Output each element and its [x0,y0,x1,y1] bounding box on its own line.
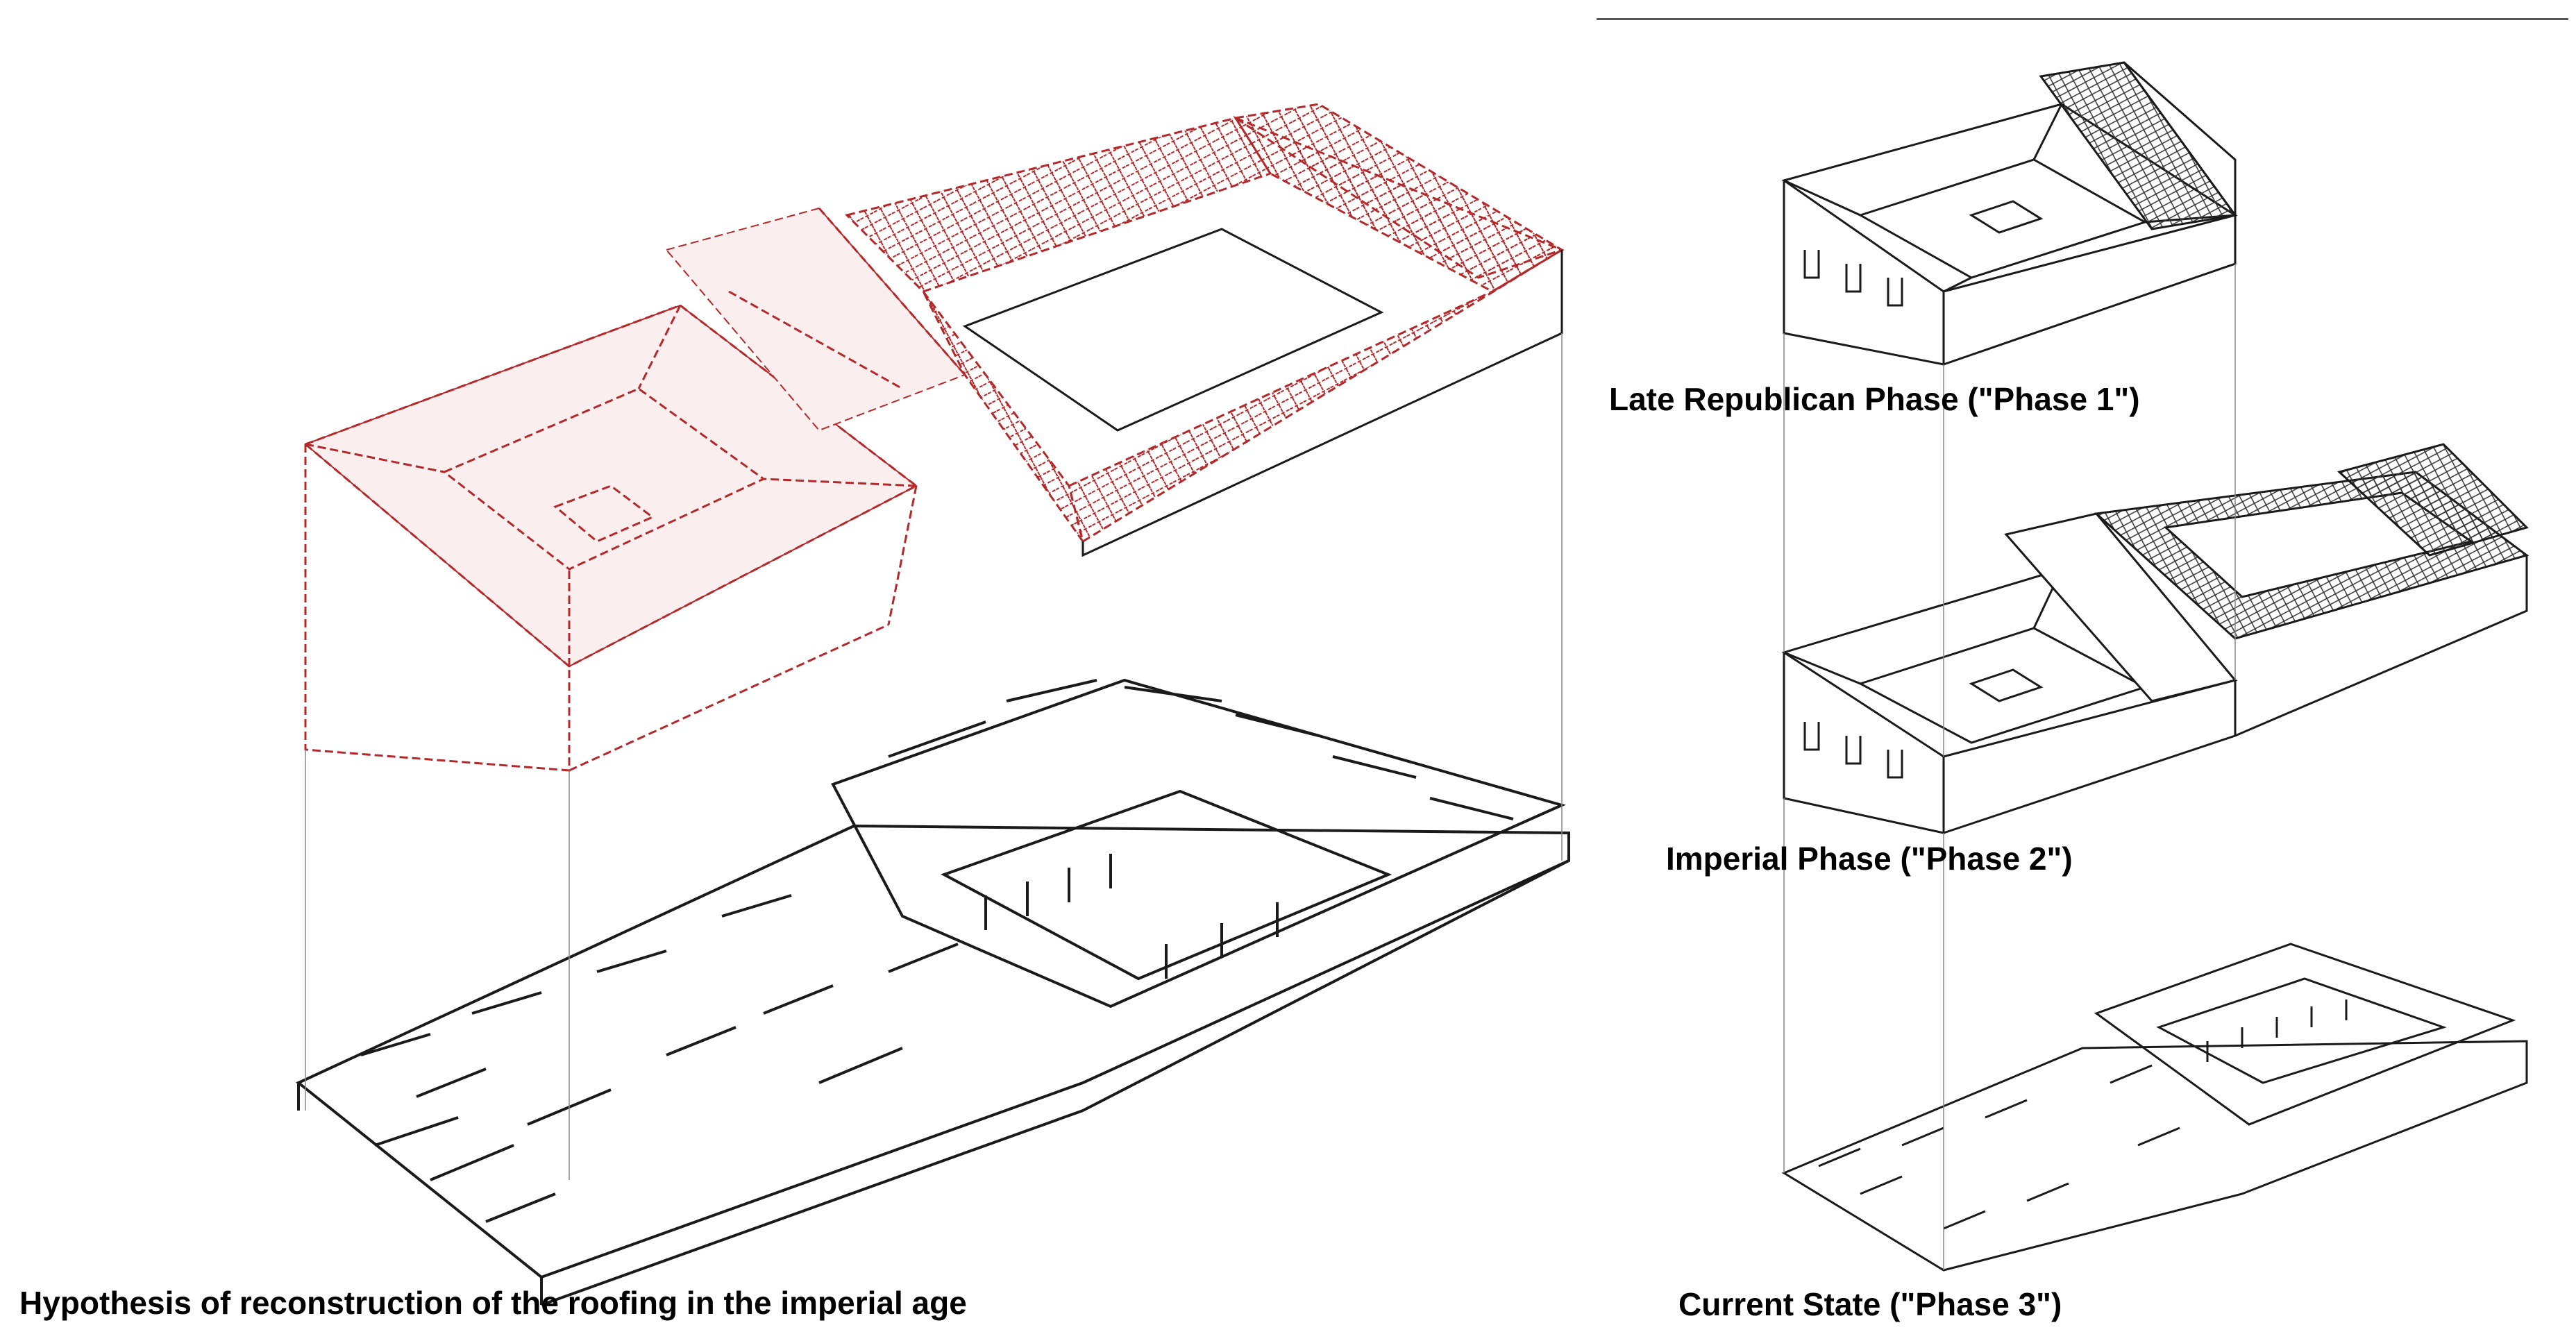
phase2-model [1781,443,2529,834]
phase3-model [1781,943,2528,1272]
caption-main-reconstruction: Hypothesis of reconstruction of the roof… [19,1285,967,1321]
caption-phase1: Late Republican Phase ("Phase 1") [1609,381,2140,417]
top-divider-line [1597,18,2568,20]
projection-lines-main [305,333,1563,1180]
roof-reconstruction-main [303,103,1565,772]
projection-lines-right [1783,264,2236,1270]
peristyle-courtyard-main [962,228,1563,557]
floorplan-ruins-main [296,678,1570,1306]
phase1-model [1781,61,2238,366]
caption-phase3: Current State ("Phase 3") [1678,1286,2062,1322]
caption-phase2: Imperial Phase ("Phase 2") [1666,841,2073,877]
